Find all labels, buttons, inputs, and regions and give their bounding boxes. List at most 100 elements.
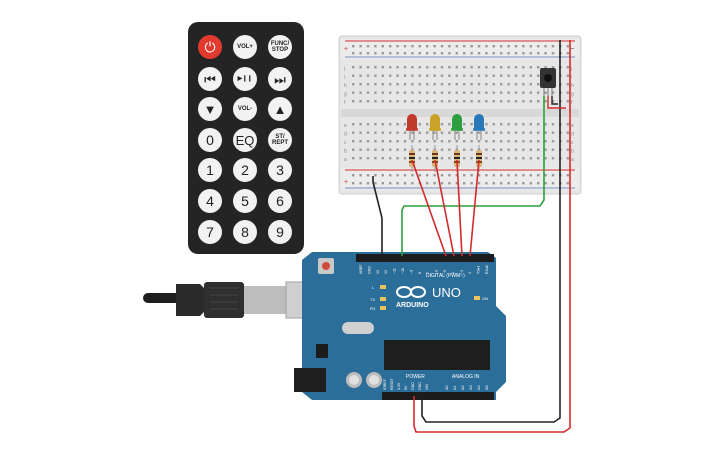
row-letter: f [571,100,573,106]
rail-plus-label: + [344,46,348,53]
wires[interactable] [372,40,571,433]
rewind-button[interactable]: ⏮ [198,67,222,91]
digital-pin-label: ~6 [435,270,439,274]
play-pause-button[interactable]: ▶❙❙ [233,67,257,91]
power-pin-label: VIN [425,384,429,390]
wire-rail-black [551,96,558,105]
power-pin-label: GND [411,382,415,390]
row-letter: c [344,140,347,146]
digital-pin-label: ~5 [443,270,447,274]
led-4[interactable] [473,114,485,140]
rail-plus-label-bottom: + [344,179,348,186]
power-pin-label: RESET [390,377,394,390]
power-pin-label: GND [418,382,422,390]
vol-down-button[interactable]: VOL- [233,97,257,121]
digital-pin-label: ~11 [393,268,397,274]
key-7-button[interactable]: 7 [198,220,222,244]
resistor-group[interactable] [409,145,482,172]
digital-pin-label: 4 [451,272,455,274]
digital-pin-label: AREF [359,264,363,274]
power-pin-label: 3.3V [397,382,401,390]
reset-button-cap[interactable] [322,262,330,270]
arduino-model: UNO [432,285,461,300]
voltage-regulator [316,344,328,358]
key-2-button[interactable]: 2 [233,158,257,182]
row-letter: h [344,83,347,89]
digital-pin-label: 7 [426,272,430,274]
row-letter: g [571,92,574,98]
analog-pin-label: A0 [445,385,449,390]
row-letter: d [344,132,347,138]
analog-label: ANALOG IN [452,374,480,380]
row-letter: c [571,140,574,146]
power-analog-header[interactable] [382,392,494,400]
digital-pin-label: TX▸1 [477,266,481,274]
digital-pin-label: ~10 [401,268,405,274]
analog-pin-label: A4 [477,385,481,390]
row-letter: f [344,100,346,106]
digital-pin-label: RX◂0 [485,265,489,274]
arduino-logo-icon [396,286,426,298]
power-button[interactable]: ⏻ [198,35,222,59]
usb-cable[interactable] [143,281,317,319]
led-2[interactable] [429,114,441,140]
st-rept-button[interactable]: ST/ REPT [268,128,292,152]
key-5-button[interactable]: 5 [233,189,257,213]
wire-signal-green [401,96,545,256]
arduino-board[interactable]: ARDUINO UNO DIGITAL (PWM~) ANALOG IN POW… [294,252,506,400]
row-letter: e [571,123,574,129]
row-letter: b [344,149,347,155]
analog-pin-label: A2 [461,385,465,390]
analog-pin-label: A3 [469,385,473,390]
led-group[interactable] [406,114,485,140]
led-l-indicator [380,285,386,289]
on-label: ON [482,296,488,301]
power-jack[interactable] [294,368,326,392]
key-8-button[interactable]: 8 [233,220,257,244]
power-pin-label: 5V [404,385,408,390]
row-letter: d [571,132,574,138]
row-letter: i [571,75,572,81]
digital-header[interactable] [356,254,494,262]
led-on-indicator [474,296,480,300]
row-letter: a [344,157,347,163]
power-label: POWER [406,374,425,380]
digital-pin-label: 13 [376,270,380,274]
power-pin-label: IOREF [383,378,387,390]
eq-button[interactable]: EQ [233,128,257,152]
digital-pin-label: ~9 [409,270,413,274]
row-letter: j [343,66,345,72]
wire-ir-vcc-red [413,40,571,433]
digital-pin-label: ~3 [460,270,464,274]
key-3-button[interactable]: 3 [268,158,292,182]
fast-forward-button[interactable]: ⏭ [268,67,292,91]
breadboard-holes [352,45,569,185]
led-1[interactable] [406,114,418,140]
key-4-button[interactable]: 4 [198,189,222,213]
ir-receiver[interactable] [540,68,556,96]
down-button[interactable]: ▼ [198,97,222,121]
rail-minus-label: − [570,46,574,53]
key-1-button[interactable]: 1 [198,158,222,182]
vol-up-button[interactable]: VOL+ [233,35,257,59]
func-stop-button[interactable]: FUNC/ STOP [268,35,292,59]
digital-pin-label: 2 [468,272,472,274]
row-letter: j [570,66,572,72]
analog-pin-label: A1 [453,385,457,390]
wire-led-1-red [411,159,447,257]
row-letter: h [571,83,574,89]
row-letter: i [344,75,345,81]
key-9-button[interactable]: 9 [268,220,292,244]
key-6-button[interactable]: 6 [268,189,292,213]
digital-label: DIGITAL (PWM~) [426,273,465,279]
up-button[interactable]: ▲ [268,97,292,121]
led-3[interactable] [451,114,463,140]
key-0-button[interactable]: 0 [198,128,222,152]
wire-led-3-red [456,159,463,257]
